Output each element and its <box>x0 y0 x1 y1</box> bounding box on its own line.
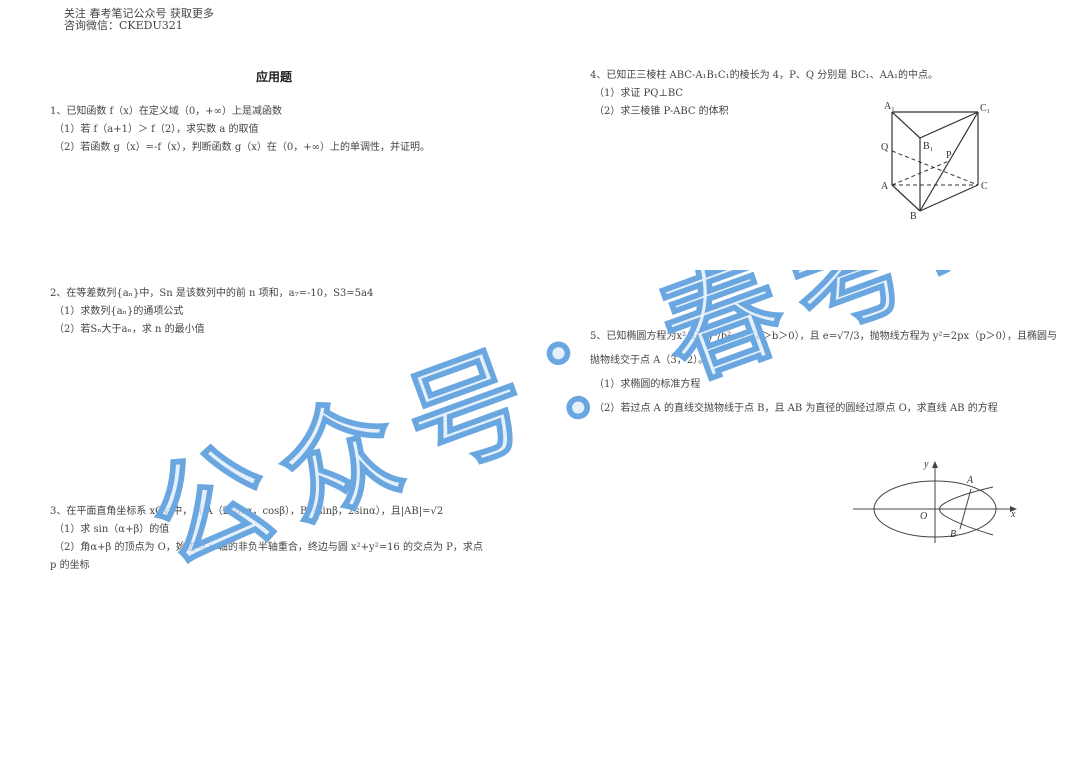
label-c1: C₁ <box>980 103 990 114</box>
question-part: （2）求三棱锥 P-ABC 的体积 <box>594 106 729 117</box>
prism-figure: A₁ C₁ B₁ Q P A C B <box>881 101 990 222</box>
label-b: B <box>910 211 917 222</box>
header-wechat-text: 咨询微信：CKEDU321 <box>64 19 183 32</box>
label-p: P <box>946 150 952 161</box>
question-stem: 3、在平面直角坐标系 xOy 中，点 A（2cosα，cosβ），B（sinβ，… <box>50 506 444 517</box>
label-b1: B₁ <box>923 141 933 152</box>
question-part: （2）若函数 g（x）=-f（x），判断函数 g（x）在（0，+∞）上的单调性，… <box>54 142 430 153</box>
label-point-b: B <box>950 529 956 540</box>
question-4: 4、已知正三棱柱 ABC-A₁B₁C₁的棱长为 4，P、Q 分别是 BC₁、AA… <box>590 67 938 121</box>
label-x-axis: x <box>1010 509 1016 520</box>
question-1: 1、已知函数 f（x）在定义域（0，+∞）上是减函数 （1）若 f（a+1）＞ … <box>50 103 430 157</box>
question-2: 2、在等差数列{aₙ}中，Sn 是该数列中的前 n 项和，a₇=-10，S3=5… <box>50 285 373 339</box>
question-stem: 2、在等差数列{aₙ}中，Sn 是该数列中的前 n 项和，a₇=-10，S3=5… <box>50 288 374 299</box>
label-origin: O <box>920 511 927 522</box>
question-part: （1）求证 PQ⊥BC <box>594 88 684 99</box>
question-part: （1）若 f（a+1）＞ f（2），求实数 a 的取值 <box>54 124 259 135</box>
page-header: 关注 春考笔记公众号 获取更多 咨询微信：CKEDU321 <box>64 8 214 32</box>
question-stem: 1、已知函数 f（x）在定义域（0，+∞）上是减函数 <box>50 106 282 117</box>
label-point-a: A <box>966 475 974 486</box>
question-part: （1）求 sin（α+β）的值 <box>54 524 170 535</box>
question-3: 3、在平面直角坐标系 xOy 中，点 A（2cosα，cosβ），B（sinβ，… <box>50 503 483 575</box>
question-part: （1）求椭圆的标准方程 <box>594 379 701 390</box>
section-title: 应用题 <box>256 70 293 84</box>
question-part: （2）角α+β 的顶点为 O，始边与 x 轴的非负半轴重合，终边与圆 x²+y²… <box>54 542 483 553</box>
label-c: C <box>981 181 988 192</box>
question-part: （2）若过点 A 的直线交抛物线于点 B，且 AB 为直径的圆经过原点 O，求直… <box>594 403 998 414</box>
question-part: p 的坐标 <box>50 560 90 571</box>
label-a: A <box>881 181 889 192</box>
question-stem: 5、已知椭圆方程为x²/a²+y²/b²=1（a＞b＞0），且 e=√7/3，抛… <box>590 331 1057 342</box>
question-5: 5、已知椭圆方程为x²/a²+y²/b²=1（a＞b＞0），且 e=√7/3，抛… <box>590 325 1057 421</box>
label-q: Q <box>881 142 889 153</box>
conic-figure: y x O A B <box>853 459 1017 543</box>
question-stem-continued: 抛物线交于点 A（3，2）。 <box>590 355 709 366</box>
header-follow-text: 关注 春考笔记公众号 获取更多 <box>64 7 214 20</box>
question-part: （2）若Sₙ大于aₙ，求 n 的最小值 <box>54 324 205 335</box>
label-y-axis: y <box>923 459 929 470</box>
question-part: （1）求数列{aₙ}的通项公式 <box>54 306 184 317</box>
label-a1: A₁ <box>884 101 895 112</box>
question-stem: 4、已知正三棱柱 ABC-A₁B₁C₁的棱长为 4，P、Q 分别是 BC₁、AA… <box>590 70 939 81</box>
